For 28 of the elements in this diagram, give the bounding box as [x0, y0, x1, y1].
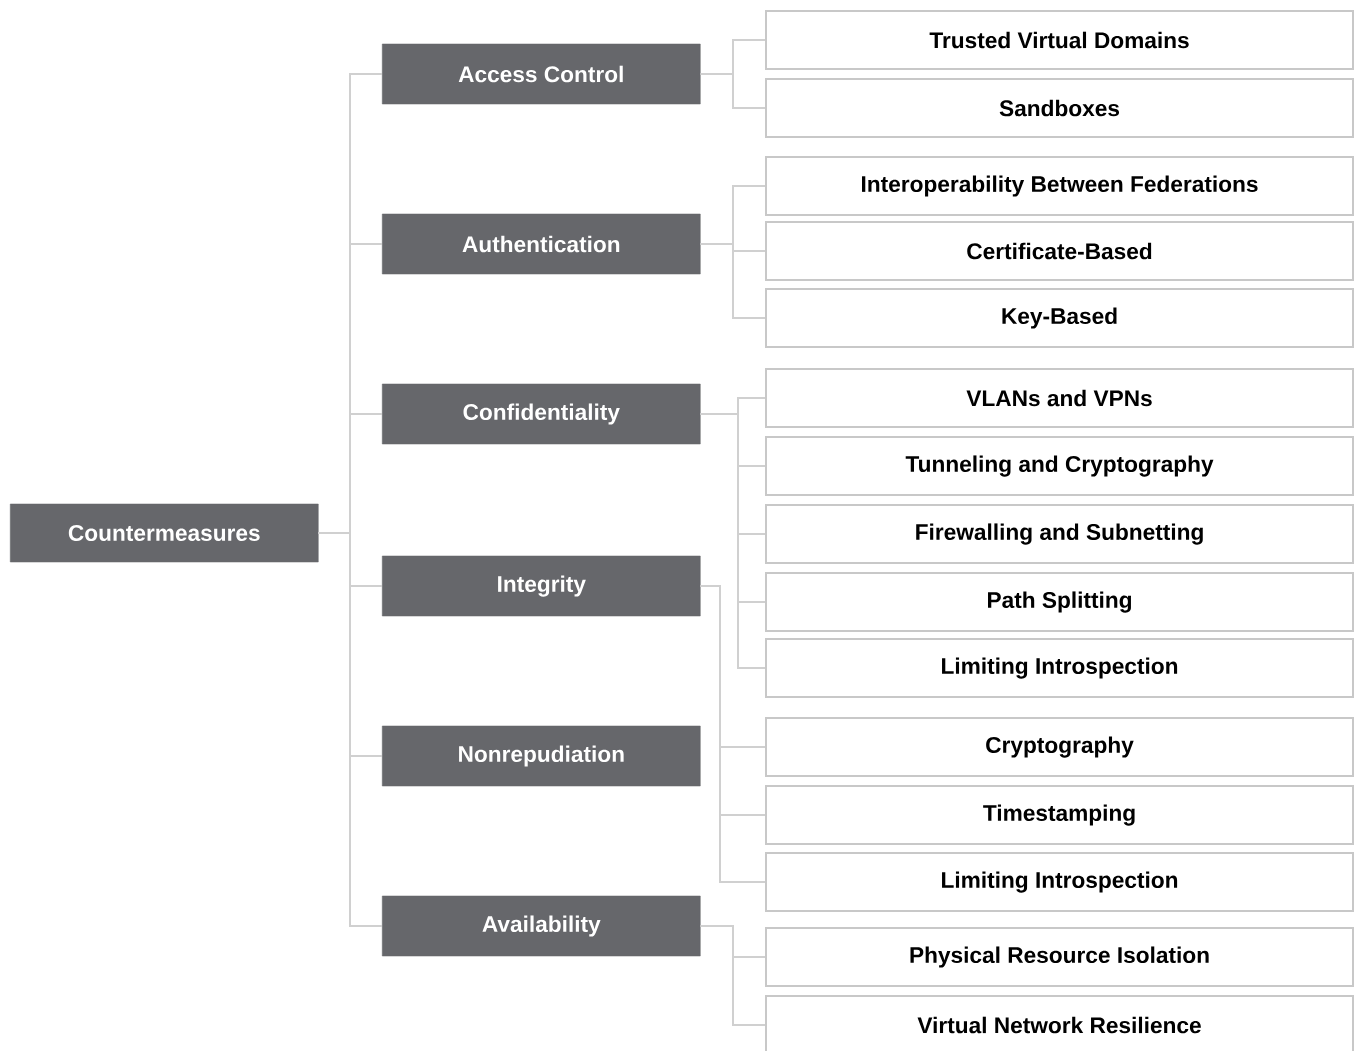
- connector-line: [699, 585, 766, 883]
- root-box: Countermeasures: [10, 503, 319, 563]
- category-box: Authentication: [382, 213, 701, 275]
- item-box: Virtual Network Resilience: [765, 995, 1354, 1051]
- item-box: Physical Resource Isolation: [765, 927, 1354, 987]
- connector-line: [699, 243, 766, 319]
- connector-line: [699, 73, 766, 109]
- item-box: Limiting Introspection: [765, 852, 1354, 912]
- item-box: Firewalling and Subnetting: [765, 504, 1354, 564]
- item-box: Timestamping: [765, 785, 1354, 845]
- connector-line: [699, 925, 766, 1026]
- connector-line: [699, 413, 766, 669]
- item-box: VLANs and VPNs: [765, 368, 1354, 428]
- connector-line: [317, 532, 383, 927]
- category-box: Confidentiality: [382, 383, 701, 445]
- category-box: Availability: [382, 895, 701, 957]
- item-box: Limiting Introspection: [765, 638, 1354, 698]
- item-box: Cryptography: [765, 717, 1354, 777]
- item-box: Interoperability Between Federations: [765, 156, 1354, 216]
- item-box: Sandboxes: [765, 78, 1354, 138]
- category-box: Integrity: [382, 555, 701, 617]
- category-box: Nonrepudiation: [382, 725, 701, 787]
- category-box: Access Control: [382, 43, 701, 105]
- item-box: Tunneling and Cryptography: [765, 436, 1354, 496]
- item-box: Path Splitting: [765, 572, 1354, 632]
- item-box: Key-Based: [765, 288, 1354, 348]
- item-box: Trusted Virtual Domains: [765, 10, 1354, 70]
- item-box: Certificate-Based: [765, 221, 1354, 281]
